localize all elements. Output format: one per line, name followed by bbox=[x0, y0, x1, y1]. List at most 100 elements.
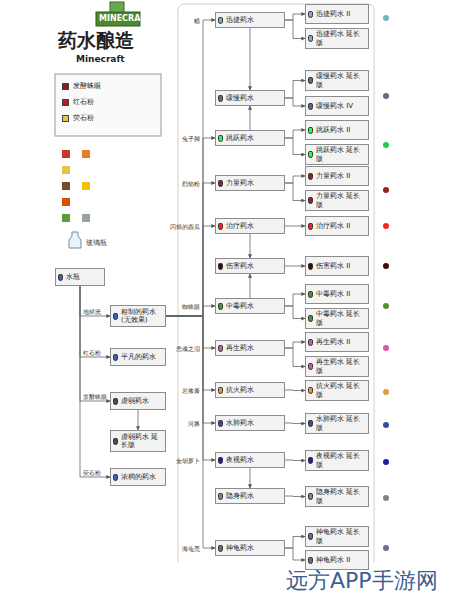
potion-box: 浓稠的药水 bbox=[110, 468, 166, 486]
box-text: 力量药水 II bbox=[316, 172, 366, 181]
potion-icon bbox=[113, 438, 118, 445]
effect-icon bbox=[383, 303, 389, 309]
potion-icon bbox=[308, 457, 313, 464]
potion-icon bbox=[218, 17, 223, 24]
ingredient-label: 地狱疣 bbox=[83, 308, 101, 315]
box-texts: 再生药水 延长版 bbox=[316, 358, 366, 375]
ingredient-icon bbox=[82, 150, 90, 158]
potion-box: 治疗药水 bbox=[215, 218, 285, 234]
legend-text: 荧石粉 bbox=[73, 114, 94, 123]
connector bbox=[285, 98, 305, 106]
box-text: 缓慢药水 IV bbox=[316, 102, 366, 111]
connector bbox=[285, 176, 305, 183]
potion-icon bbox=[308, 173, 313, 180]
ingredient-label: 烈焰粉 bbox=[182, 180, 200, 187]
box-texts: 力量药水 延长版 bbox=[316, 192, 366, 209]
potion-box: 治疗药水 II bbox=[305, 216, 369, 236]
effect-icon bbox=[383, 545, 389, 551]
box-texts: 治疗药水 II bbox=[316, 222, 366, 231]
potion-box: 中毒药水 延长版 bbox=[305, 308, 369, 329]
connector bbox=[166, 20, 215, 316]
potion-box: 力量药水 bbox=[215, 175, 285, 191]
potion-icon bbox=[308, 387, 313, 394]
box-text: 再生药水 II bbox=[316, 338, 366, 347]
box-texts: 中毒药水 II bbox=[316, 290, 366, 299]
connector bbox=[250, 468, 251, 488]
potion-box: 隐身药水 bbox=[215, 488, 285, 504]
box-text: 力量药水 bbox=[226, 179, 282, 188]
potion-box: 跳跃药水 bbox=[215, 130, 285, 146]
effect-icon bbox=[383, 422, 389, 428]
box-texts: 力量药水 bbox=[226, 179, 282, 188]
legend-text: 发酵蛛眼 bbox=[73, 82, 101, 91]
potion-icon bbox=[308, 35, 313, 42]
connector bbox=[166, 316, 215, 460]
ingredient-label: 荧石粉 bbox=[83, 469, 101, 476]
ingredient-label: 岩浆膏 bbox=[182, 387, 200, 394]
box-text: 伤害药水 II bbox=[316, 262, 366, 271]
potion-box: 夜视药水 bbox=[215, 452, 285, 468]
potion-icon bbox=[113, 398, 118, 405]
effect-icon bbox=[383, 93, 389, 99]
legend-text: 红石粉 bbox=[73, 98, 94, 107]
potion-box: 迅捷药水 bbox=[215, 12, 285, 28]
potion-box: 平凡的药水 bbox=[110, 348, 166, 366]
box-texts: 再生药水 bbox=[226, 344, 282, 353]
effect-icon bbox=[383, 142, 389, 148]
box-texts: 再生药水 II bbox=[316, 338, 366, 347]
potion-icon bbox=[308, 291, 313, 298]
bottle-icon bbox=[69, 232, 81, 248]
box-texts: 伤害药水 bbox=[226, 262, 282, 271]
connector bbox=[80, 286, 110, 401]
box-texts: 抗火药水 延长版 bbox=[316, 382, 366, 399]
effect-icons bbox=[383, 15, 389, 551]
box-text: 水肺药水 bbox=[226, 419, 282, 428]
effect-icon bbox=[383, 495, 389, 501]
potion-icon bbox=[218, 345, 223, 352]
box-texts: 迅捷药水 bbox=[226, 16, 282, 25]
potion-icon bbox=[308, 197, 313, 204]
potion-box: 神龟药水 bbox=[215, 540, 285, 556]
potion-box: 缓慢药水 IV bbox=[305, 96, 369, 116]
box-text: 水瓶 bbox=[66, 273, 102, 282]
box-texts: 虚弱药水 bbox=[121, 397, 163, 406]
box-texts: 水瓶 bbox=[66, 273, 102, 282]
potion-icon bbox=[218, 420, 223, 427]
ingredient-label: 金胡萝卜 bbox=[176, 457, 200, 464]
connector bbox=[285, 548, 305, 560]
box-texts: 抗火药水 bbox=[226, 386, 282, 395]
potion-icon bbox=[308, 223, 313, 230]
box-text: 中毒药水 II bbox=[316, 290, 366, 299]
box-text: 水肺药水 延长版 bbox=[316, 415, 366, 432]
legend-swatch bbox=[62, 99, 69, 106]
watermark: 远方APP手游网 bbox=[286, 566, 438, 596]
column-frame bbox=[178, 4, 374, 596]
box-texts: 虚弱药水 延长版 bbox=[121, 433, 163, 450]
effect-icon bbox=[383, 223, 389, 229]
potion-icon bbox=[113, 474, 118, 481]
potion-icon bbox=[308, 11, 313, 18]
effect-icon bbox=[383, 187, 389, 193]
box-text: 再生药水 bbox=[226, 344, 282, 353]
potion-box: 跳跃药水 延长版 bbox=[305, 144, 369, 165]
connector bbox=[166, 316, 215, 548]
potion-box: 缓慢药水 bbox=[215, 90, 285, 106]
box-text: 抗火药水 bbox=[226, 386, 282, 395]
box-text: 粗制的药水 (无效果) bbox=[121, 308, 163, 325]
box-text: 神龟药水 bbox=[226, 544, 282, 553]
legend-frame bbox=[55, 74, 161, 136]
potion-box: 隐身药水 延长版 bbox=[305, 486, 369, 507]
potion-box: 虚弱药水 延长版 bbox=[110, 430, 166, 452]
effect-icon bbox=[383, 15, 389, 21]
ingredient-label: 恶魂之泪 bbox=[176, 345, 200, 352]
label-text: Minecraft bbox=[76, 54, 125, 64]
ingredient-icon bbox=[62, 198, 70, 206]
box-text: 虚弱药水 bbox=[121, 397, 163, 406]
potion-icon bbox=[308, 127, 313, 134]
connector bbox=[166, 138, 215, 316]
connector bbox=[285, 294, 305, 306]
ingredient-label: 蜘蛛眼 bbox=[182, 303, 200, 310]
box-text: 神龟药水 延长版 bbox=[316, 528, 366, 545]
potion-box: 迅捷药水 II bbox=[305, 4, 369, 24]
